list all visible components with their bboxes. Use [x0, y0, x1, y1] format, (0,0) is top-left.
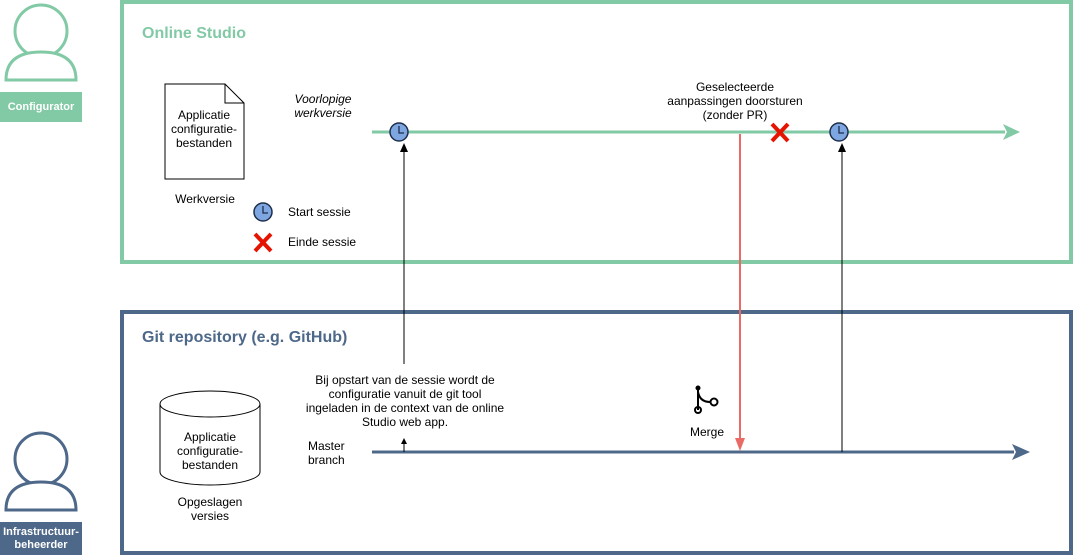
studio-branch-label: Voorlopige werkversie — [294, 92, 352, 120]
merge-icon — [694, 385, 719, 414]
db-label: Applicatie configuratie-bestanden — [176, 430, 244, 472]
legend-end-label: Einde sessie — [288, 235, 357, 249]
load-config-note: Bij opstart van de sessie wordt de confi… — [305, 373, 505, 429]
configurator-actor-icon — [4, 3, 78, 82]
online-studio-title: Online Studio — [142, 25, 246, 42]
configurator-label: Configurator — [0, 92, 82, 122]
doc-label: Applicatie configuratie-bestanden — [170, 108, 238, 150]
infra-label: Infrastructuur- beheerder — [0, 522, 82, 555]
x-icon — [770, 122, 790, 143]
git-repository-lane — [120, 310, 1073, 555]
master-branch-label: Master branch — [308, 439, 345, 467]
git-repository-title: Git repository (e.g. GitHub) — [142, 329, 348, 346]
online-studio-lane — [120, 0, 1073, 264]
doc-caption: Werkversie — [175, 192, 235, 206]
master-branch-arrowhead — [1012, 444, 1030, 460]
db-caption: Opgeslagen versies — [177, 495, 243, 523]
clock-icon — [389, 122, 409, 142]
config-database-shape — [159, 390, 261, 486]
clock-icon — [829, 122, 849, 142]
x-icon — [253, 232, 273, 253]
studio-branch-arrowhead — [1003, 124, 1020, 140]
forward-changes-label: Geselecteerde aanpassingen doorsturen (z… — [667, 80, 803, 122]
clock-icon — [253, 202, 273, 222]
config-document-shape — [164, 83, 245, 180]
infra-actor-icon — [4, 431, 78, 512]
merge-label: Merge — [689, 425, 724, 439]
legend-start-label: Start sessie — [288, 205, 351, 219]
